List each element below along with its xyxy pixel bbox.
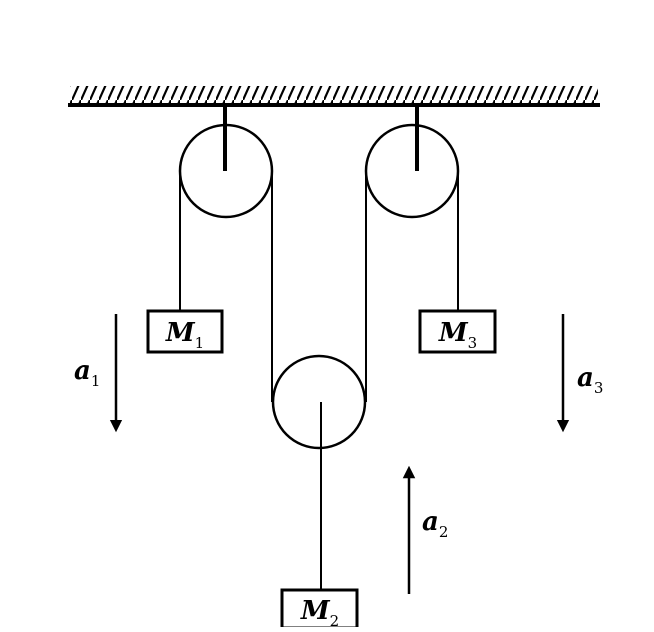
mass-m1-label: M1	[165, 318, 204, 352]
acceleration-a2: a2	[402, 465, 448, 594]
mass-m3: M3	[418, 309, 497, 354]
mass-m2: M2	[280, 588, 359, 630]
acceleration-a3: a3	[556, 314, 603, 433]
accel-a1-label: a1	[74, 356, 100, 390]
movable-pulley	[271, 354, 367, 450]
ceiling-hatching	[70, 86, 598, 104]
strings	[179, 171, 459, 589]
mass-m3-label: M3	[438, 318, 477, 352]
mass-m3-box	[418, 309, 497, 354]
mass-m2-label: M2	[300, 596, 339, 627]
accel-a2-label: a2	[422, 507, 448, 541]
mass-m1-box	[146, 309, 224, 354]
accel-a3-label: a3	[577, 363, 603, 397]
right-fixed-pulley	[364, 123, 460, 219]
ceiling	[68, 86, 600, 107]
acceleration-a1: a1	[74, 314, 123, 433]
mass-m1: M1	[146, 309, 224, 354]
